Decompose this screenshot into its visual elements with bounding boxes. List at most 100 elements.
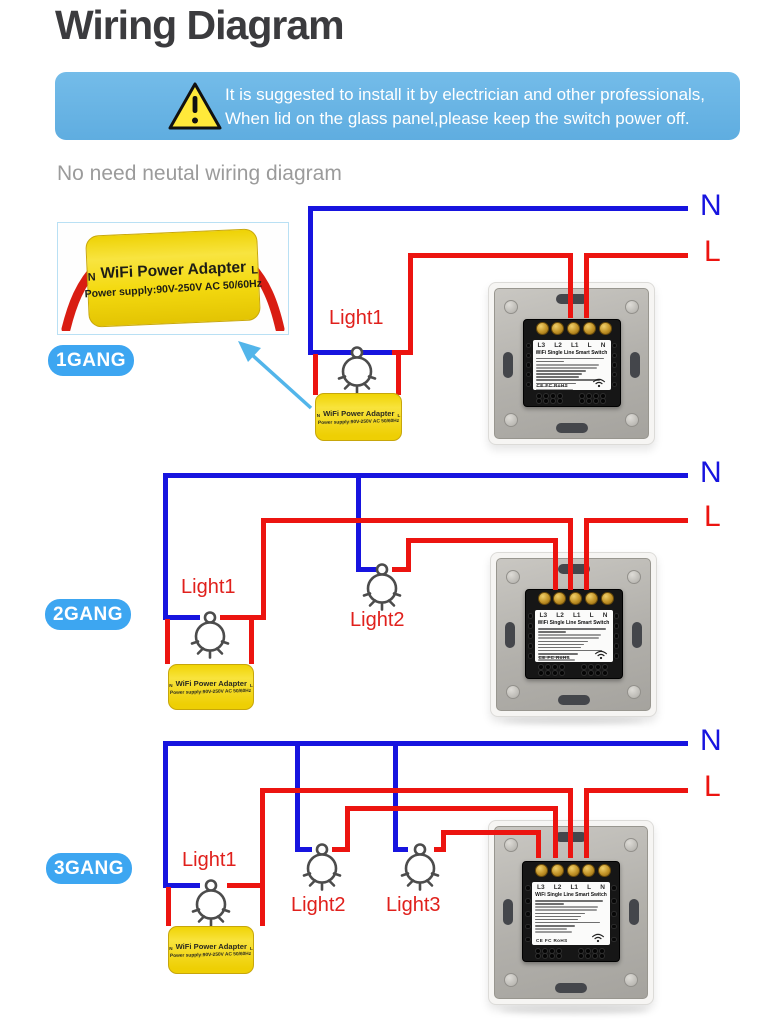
side-pins — [526, 343, 531, 387]
mounting-screw-icon — [627, 570, 641, 584]
label-text-line — [537, 631, 567, 633]
side-pins — [612, 343, 617, 387]
adapter-terminal-n: N — [87, 270, 96, 284]
panel-shadow — [502, 718, 644, 724]
neutral-label: N — [700, 456, 722, 489]
connector-pins — [538, 665, 566, 675]
label-text-line — [535, 363, 599, 366]
label-text-line — [537, 643, 584, 646]
wifi-icon — [591, 934, 605, 943]
wifi-icon — [594, 650, 607, 659]
adapter-terminal-l: L — [249, 946, 253, 951]
terminal-l1: L1 — [570, 341, 579, 349]
light-bulb-icon — [362, 563, 402, 611]
module-label: L3 L2 L1 L N WiFi Single Line Smart Swit… — [532, 882, 610, 946]
label-text-line — [535, 367, 598, 369]
label-text-line — [535, 385, 568, 388]
mounting-screw-icon — [504, 413, 518, 427]
label-text-line — [537, 640, 588, 643]
certification-marks: CE FC RoHS — [536, 938, 568, 944]
terminal-l2: L2 — [556, 612, 564, 620]
mounting-screw-icon — [506, 570, 520, 584]
warning-line-1: It is suggested to install it by electri… — [225, 85, 706, 104]
terminal-l3: L3 — [537, 341, 546, 349]
terminal-labels: L3 L2 L1 L N — [536, 342, 608, 349]
terminal-screw-icon — [582, 321, 596, 335]
mounting-screw-icon — [624, 838, 638, 852]
label-text-line — [535, 379, 601, 382]
switch-panel-3gang: L3 L2 L1 L N WiFi Single Line Smart Swit… — [488, 820, 654, 1005]
neutral-label: N — [700, 189, 722, 222]
adapter-terminal-n: N — [316, 413, 321, 418]
warning-triangle-icon — [168, 82, 222, 130]
terminal-l3: L3 — [537, 884, 545, 892]
switch-panel-back: L3 L2 L1 L N WiFi Single Line Smart Swit… — [494, 826, 648, 999]
terminal-n: N — [600, 884, 605, 892]
section-pill-3gang: 3GANG — [46, 853, 132, 884]
side-pins — [526, 886, 530, 942]
mounting-screw-icon — [625, 413, 639, 427]
terminal-l: L — [587, 341, 592, 349]
switch-module: L3 L2 L1 L N WiFi Single Line Smart Swit… — [522, 861, 620, 963]
label-text-line — [535, 915, 582, 918]
light1-label: Light1 — [329, 307, 384, 329]
section-pill-2gang: 2GANG — [45, 599, 131, 630]
label-text-line — [535, 931, 573, 933]
page-title: Wiring Diagram — [55, 2, 345, 48]
module-label-spec-lines — [535, 357, 608, 391]
terminal-screw-icon — [598, 864, 611, 878]
label-text-line — [535, 906, 599, 908]
section-pill-1gang: 1GANG — [48, 345, 134, 376]
terminal-l: L — [589, 612, 594, 620]
adapter-title: WiFi Power Adapter — [175, 942, 247, 951]
label-text-line — [535, 903, 564, 905]
connector-pins — [536, 948, 563, 959]
terminal-screw-icon — [567, 321, 580, 335]
neutral-wire-2gang-light2 — [356, 475, 376, 572]
label-text-line — [535, 928, 567, 930]
switch-module: L3 L2 L1 L N WiFi Single Line Smart Swit… — [524, 589, 623, 679]
label-text-line — [535, 370, 586, 372]
label-text-line — [535, 382, 576, 385]
light2-label: Light2 — [291, 894, 346, 916]
adapter-power-rating: Power supply:90V-250V AC 50/60Hz — [317, 418, 400, 427]
mounting-slot — [555, 423, 588, 433]
terminal-screw-icon — [569, 592, 582, 606]
terminal-labels: L3 L2 L1 L N — [535, 884, 607, 891]
terminal-l2: L2 — [553, 884, 562, 892]
light-bulb-icon — [400, 843, 440, 891]
label-text-line — [537, 637, 600, 640]
adapter-power-rating: Power supply:90V-250V AC 50/60Hz — [170, 951, 252, 960]
adapter-terminal-l: L — [250, 263, 259, 277]
live-label: L — [704, 770, 721, 803]
label-text-line — [537, 646, 581, 649]
label-text-line — [535, 388, 573, 391]
live-label: L — [704, 500, 721, 533]
mounting-slot — [555, 983, 587, 993]
wifi-power-adapter: N WiFi Power Adapter L Power supply:90V-… — [168, 664, 254, 710]
adapter-closeup-body: N WiFi Power Adapter L Power supply:90V-… — [84, 228, 262, 328]
switch-panel-2gang: L3 L2 L1 L N WiFi Single Line Smart Swit… — [490, 552, 657, 717]
terminal-screw-icon — [550, 864, 564, 878]
terminal-screw-icon — [535, 864, 548, 878]
adapter-terminal-l: L — [397, 413, 401, 418]
terminal-screw-row — [537, 592, 614, 606]
connector-pins — [579, 393, 607, 404]
label-text-line — [537, 628, 606, 630]
light-bulb-icon — [337, 346, 377, 394]
connector-pins — [579, 948, 606, 959]
terminal-l3: L3 — [539, 612, 548, 620]
mounting-slot — [557, 564, 590, 574]
side-pins — [614, 614, 619, 658]
adapter-title: WiFi Power Adapter — [323, 409, 395, 418]
neutral-wire-3gang-light2 — [295, 743, 312, 852]
mounting-slot — [503, 898, 513, 925]
wifi-power-adapter: N WiFi Power Adapter L Power supply:90V-… — [168, 926, 254, 974]
terminal-screw-icon — [584, 592, 598, 606]
module-label-spec-lines — [535, 900, 607, 933]
terminal-n: N — [600, 341, 606, 349]
warning-line-2: When lid on the glass panel,please keep … — [225, 109, 690, 128]
terminal-n: N — [602, 612, 608, 620]
panel-shadow — [500, 1006, 648, 1014]
